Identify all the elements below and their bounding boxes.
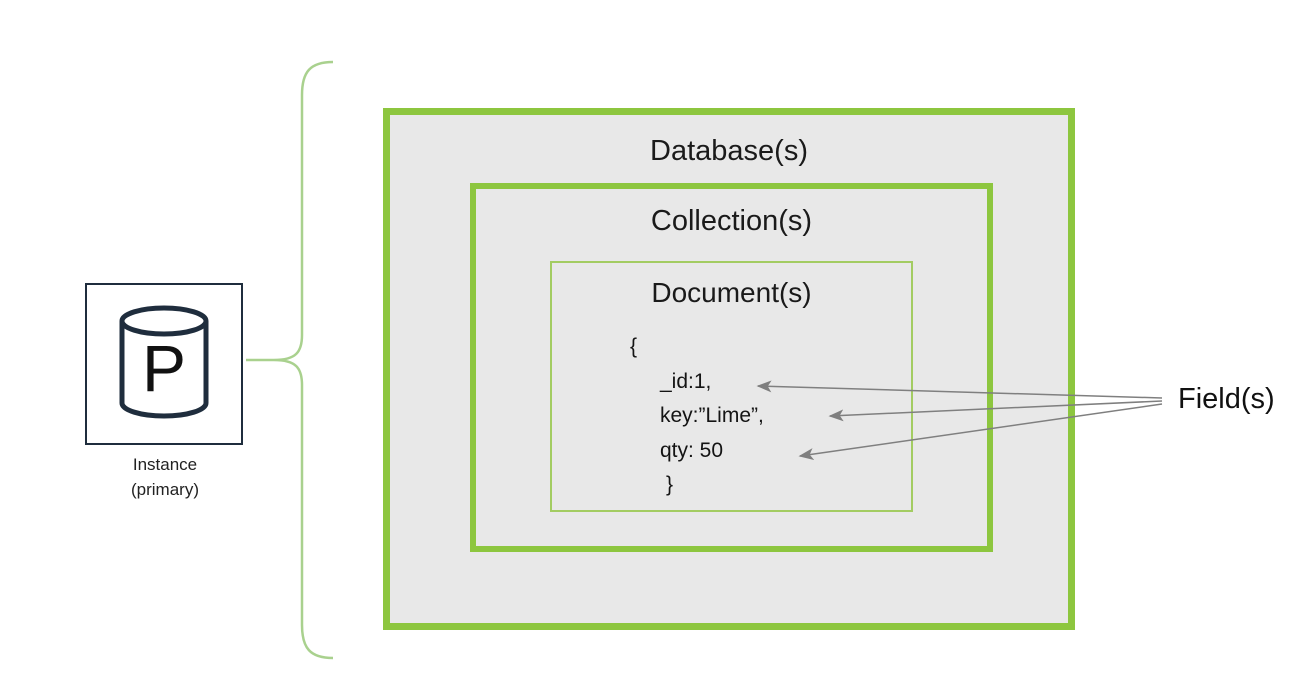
grouping-brace [273,60,334,660]
json-field-qty: qty: 50 [660,438,724,462]
document-json: { _id:1, key:”Lime”, qty: 50 } [630,330,764,503]
collection-title: Collection(s) [650,205,813,237]
instance-label-line2: (primary) [131,480,199,499]
database-cylinder-icon: P [119,305,209,419]
document-title: Document(s) [651,277,812,308]
instance-label: Instance (primary) [60,452,270,502]
json-field-id: _id:1, [660,369,712,393]
fields-label: Field(s) [1178,383,1275,415]
json-open-brace: { [630,335,638,358]
json-field-key: key:”Lime”, [660,404,764,427]
json-close-brace: } [666,473,674,496]
instance-node: P [85,283,243,445]
document-box: Document(s) [550,261,913,512]
database-title: Database(s) [650,135,808,167]
instance-label-line1: Instance [132,455,198,474]
primary-letter: P [142,331,186,405]
